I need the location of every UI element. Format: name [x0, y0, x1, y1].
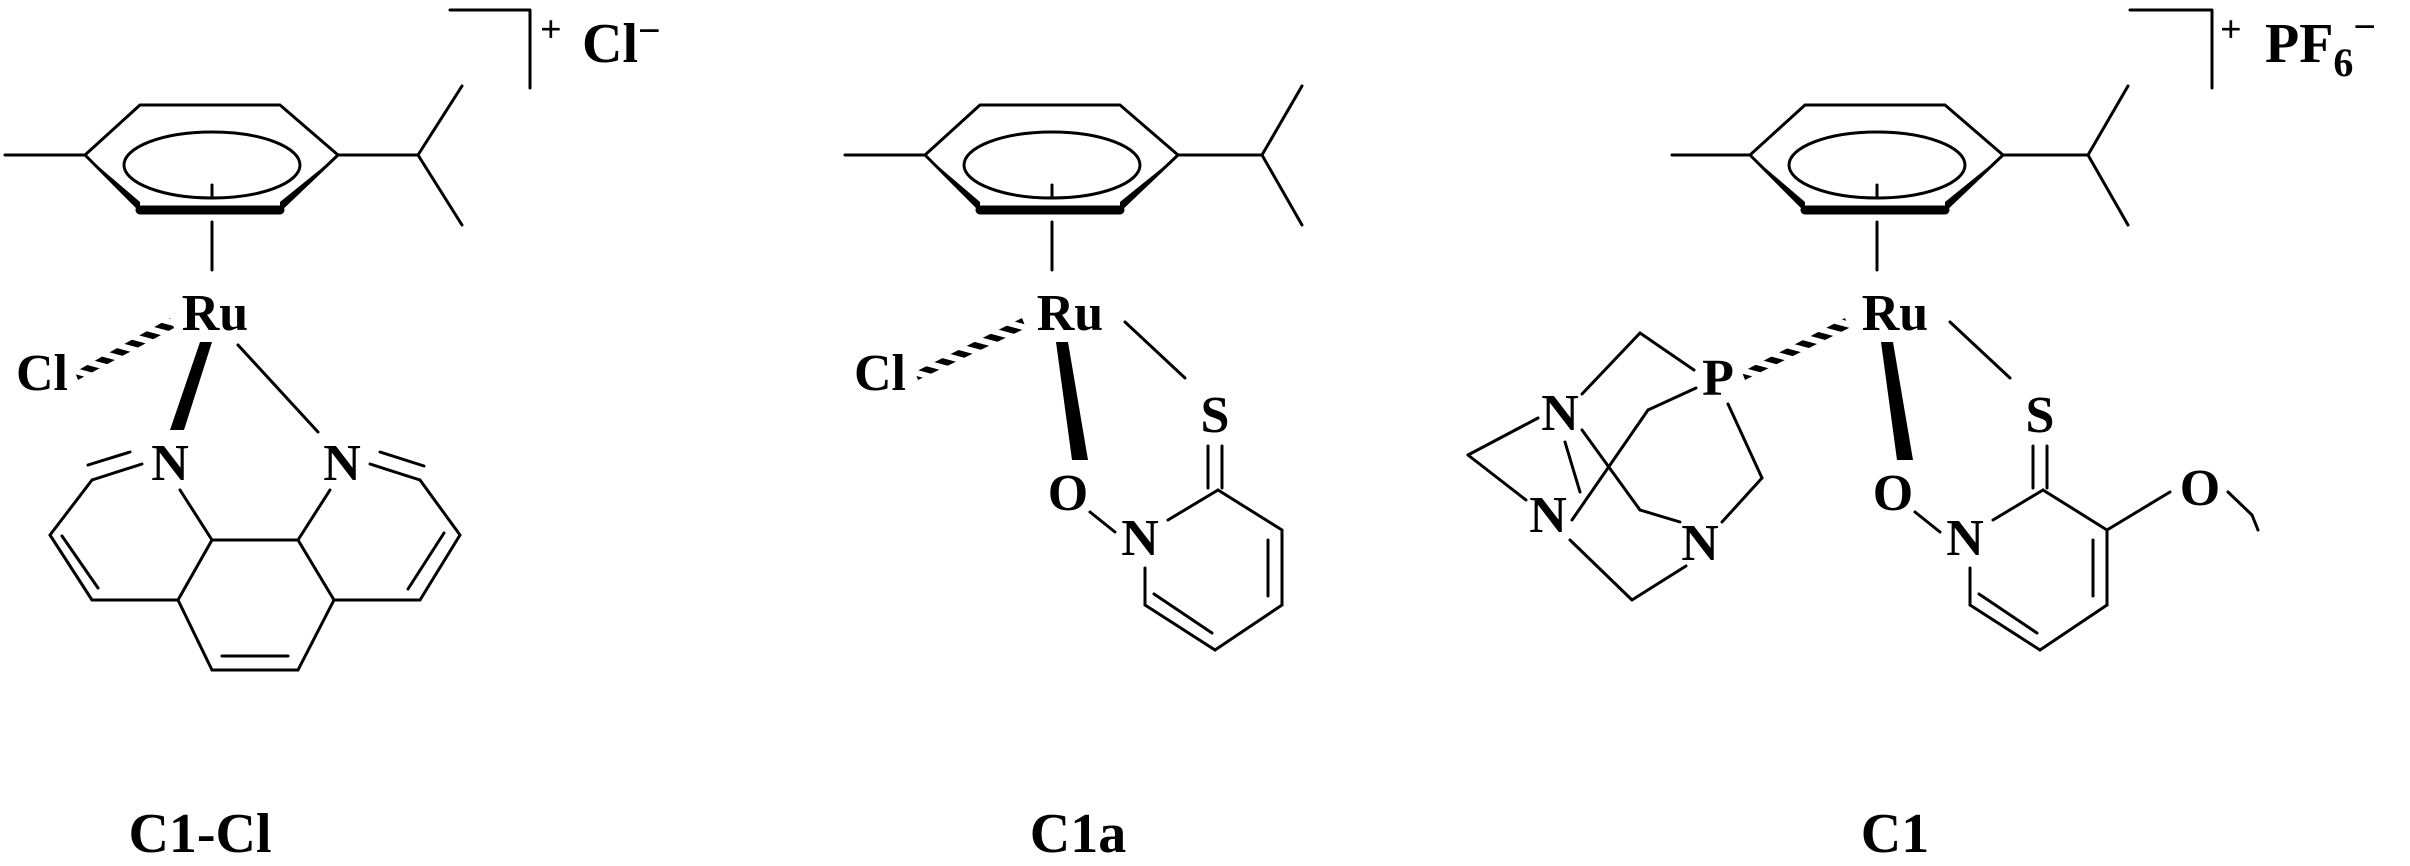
- pta-cage: [1466, 331, 1764, 602]
- compound-label: C1: [1861, 803, 1929, 865]
- cl-atom: Cl: [16, 345, 68, 402]
- compound-label: C1-Cl: [128, 803, 271, 865]
- bracket: [448, 8, 532, 90]
- hashed-bond: [75, 318, 174, 380]
- n-atom: N: [1121, 510, 1159, 567]
- n-atom: N: [323, 435, 361, 492]
- ru-atom: Ru: [1037, 285, 1103, 342]
- ru-atom: Ru: [182, 285, 248, 342]
- compound-c1a: Ru Cl O S N C1a: [843, 84, 1304, 865]
- n-atom: N: [151, 435, 189, 492]
- n-atom: N: [1946, 510, 1984, 567]
- cymene-ring-3: [1670, 84, 2130, 272]
- charge-sign: +: [2220, 9, 2242, 51]
- n-atom: N: [1541, 385, 1579, 442]
- o-atom: O: [1873, 465, 1913, 522]
- s-atom: S: [1201, 387, 1230, 444]
- compound-c1-cl: Ru Cl N N: [3, 8, 661, 865]
- compound-label: C1a: [1030, 803, 1126, 865]
- charge-sign: +: [540, 9, 562, 51]
- n-atom: N: [1681, 515, 1719, 572]
- hashed-bond: [1742, 318, 1849, 380]
- hashed-bond: [915, 318, 1026, 380]
- cymene-ring-1: [3, 84, 464, 272]
- cymene-ring-2: [843, 84, 1304, 272]
- ru-atom: Ru: [1862, 285, 1928, 342]
- counterion: PF6−: [2265, 4, 2376, 85]
- counterion: Cl−: [582, 8, 661, 75]
- cl-atom: Cl: [854, 345, 906, 402]
- p-atom: P: [1702, 350, 1734, 407]
- o-atom: O: [1048, 465, 1088, 522]
- pyridinethione-ring-2: [1913, 444, 2260, 652]
- o-atom: O: [2180, 460, 2220, 517]
- phenanthroline: [48, 450, 462, 672]
- compound-c1: Ru P N N N O S N O: [1466, 4, 2376, 865]
- n-atom: N: [1529, 487, 1567, 544]
- s-atom: S: [2026, 387, 2055, 444]
- pyridinethione-ring-1: [1088, 444, 1284, 652]
- bracket: [2128, 8, 2214, 90]
